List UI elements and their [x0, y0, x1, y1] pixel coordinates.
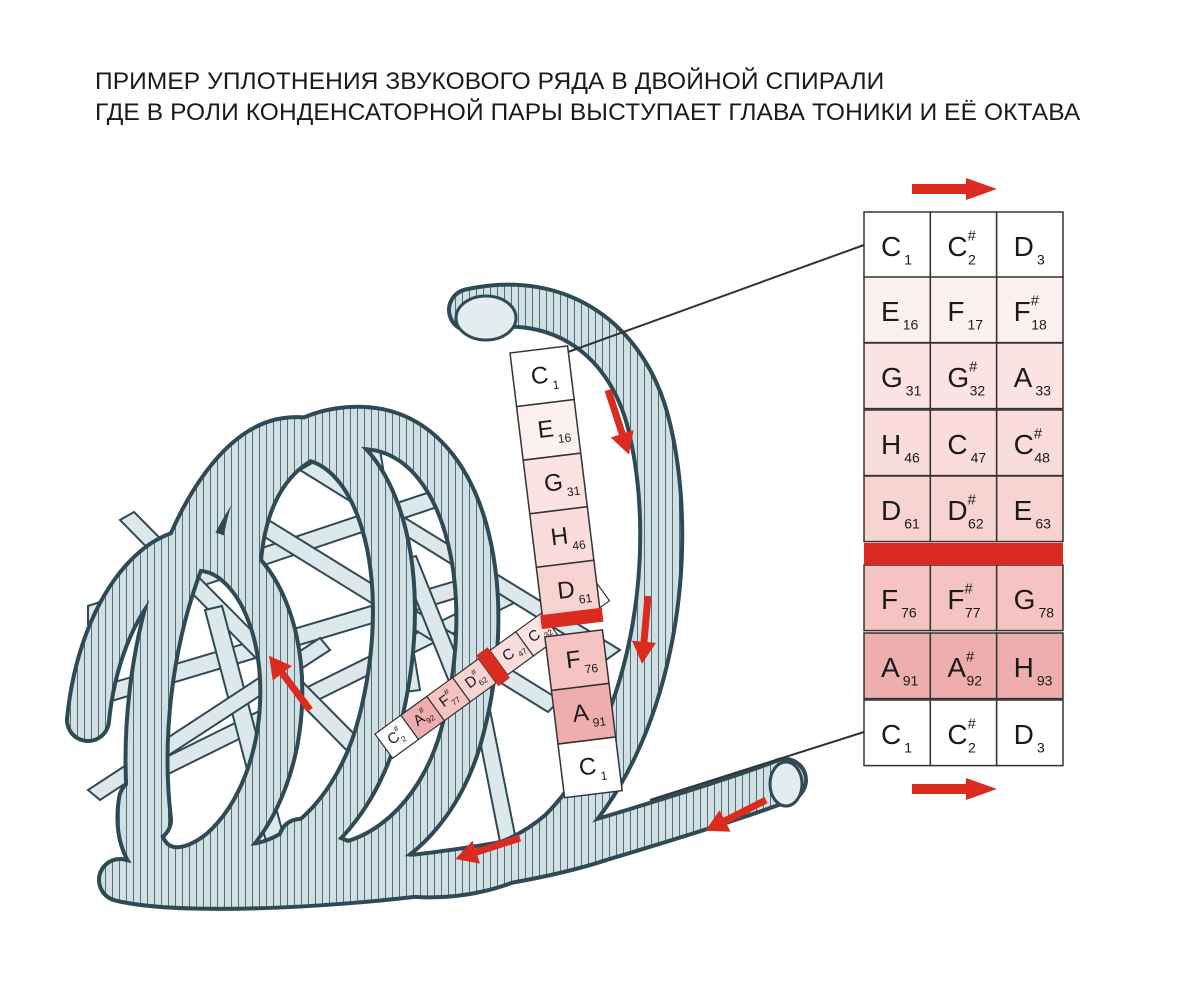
helix-arrows: [269, 388, 768, 864]
table-cell: C#48: [995, 409, 1064, 477]
connector-line-top: [567, 244, 865, 353]
arrow-up-left: [269, 655, 313, 713]
strip-sharps-cell: C#2: [374, 714, 420, 760]
arrow-left-2: [705, 796, 768, 832]
table-cell: F#18: [995, 276, 1064, 344]
note-label: A#92: [947, 650, 982, 689]
table-cell: G#32: [929, 342, 998, 410]
note-label: F#18: [1014, 294, 1047, 333]
note-label: C#2: [947, 717, 976, 756]
helix-tube-end-right: [768, 760, 804, 808]
strip-sharps-separator: [476, 647, 510, 687]
arrow-down-1: [604, 388, 634, 455]
note-label: C#2: [947, 229, 976, 268]
note-label: F#77: [947, 582, 980, 621]
arrow-right-top: [912, 178, 997, 200]
diagram-title: ПРИМЕР УПЛОТНЕНИЯ ЗВУКОВОГО РЯДА В ДВОЙН…: [95, 66, 1185, 128]
connector-line-bottom: [649, 731, 865, 801]
strip-main-separator: [540, 607, 604, 630]
helix-tube-end-top: [454, 294, 518, 342]
note-label: D#62: [947, 493, 983, 532]
helix-drawing: [65, 282, 808, 911]
title-line-1: ПРИМЕР УПЛОТНЕНИЯ ЗВУКОВОГО РЯДА В ДВОЙН…: [95, 68, 885, 95]
table-cell: D#62: [929, 475, 998, 543]
note-table-separator: [864, 543, 1063, 565]
title-line-2: ГДЕ В РОЛИ КОНДЕНСАТОРНОЙ ПАРЫ ВЫСТУПАЕТ…: [95, 99, 1081, 126]
table-cell: A#92: [929, 632, 998, 700]
strip-sharps-cell: D#62: [451, 657, 498, 703]
table-cell: C#2: [929, 699, 998, 767]
arrow-down-2: [632, 595, 656, 664]
table-cell: C#2: [929, 211, 998, 279]
arrow-right-bottom: [912, 778, 997, 800]
note-label: C#48: [1014, 427, 1050, 466]
note-label: G#32: [947, 360, 985, 399]
strip-sharps-cell: A#92: [400, 695, 446, 741]
table-cell: F#77: [929, 564, 998, 632]
arrow-left-1: [455, 834, 522, 864]
strip-sharps-cell: F#77: [425, 676, 472, 722]
